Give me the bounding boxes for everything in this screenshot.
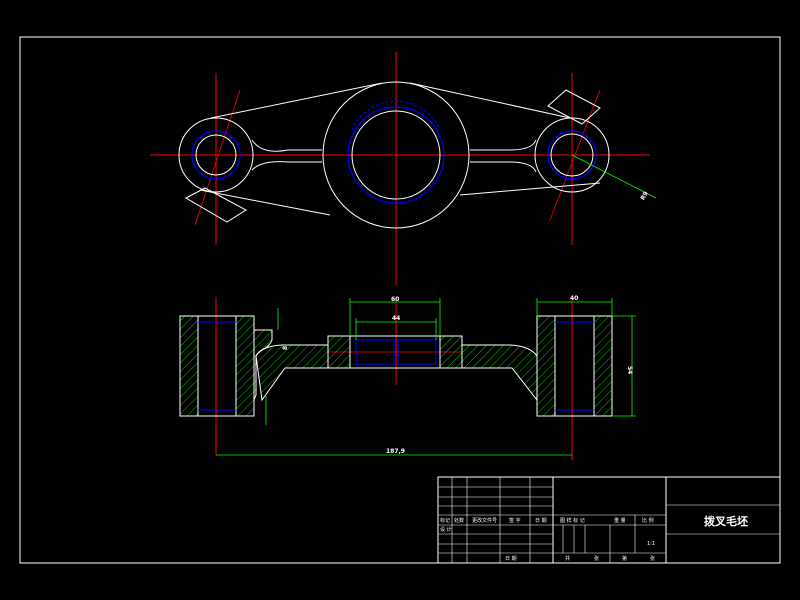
tb-scale-value: 1:1 [647, 541, 655, 547]
top-view: R9 [150, 52, 657, 285]
title-block: 标记 处数 更改文件号 签 字 日 期 设 计 日 期 图 样 标 记 重 量 … [437, 476, 781, 564]
tb-label-file: 更改文件号 [472, 517, 497, 524]
tb-sheet-total-unit: 张 [594, 555, 599, 562]
top-centerline-diag-left [194, 89, 241, 226]
left-web [255, 344, 329, 402]
left-boss-hatch-right [235, 315, 255, 417]
dim-inner-width: 44 [392, 315, 400, 322]
center-hub-hidden [355, 339, 437, 365]
tb-sheet-total: 共 [565, 555, 570, 562]
drawing-title: 拨叉毛坯 [704, 514, 748, 528]
tb-label-sign: 签 字 [509, 517, 521, 524]
dim-right-height: 54 [626, 366, 633, 374]
tb-label-mark: 标记 [440, 517, 450, 524]
dim-overall-length: 187,9 [386, 448, 405, 455]
top-outline [178, 81, 610, 229]
tb-label-date: 日 期 [535, 518, 547, 524]
dim-top-width: 60 [391, 296, 399, 303]
tb-label-design: 设 计 [440, 526, 452, 533]
right-web [461, 344, 538, 402]
angle-callout: R9 [639, 190, 649, 201]
tb-sheet-no-unit: 张 [650, 555, 655, 562]
tb-sheet-no: 第 [622, 555, 627, 562]
sheet-border [19, 36, 781, 564]
center-hub-right [439, 335, 463, 369]
angle-leader [571, 154, 657, 199]
right-boss-hatch-right [593, 315, 613, 417]
tb-label-approval: 日 期 [505, 556, 517, 562]
front-view: 60 44 40 54 8 187,9 [179, 295, 636, 460]
top-centerline-diag-right [549, 89, 601, 221]
dim-left-small: 8 [282, 346, 289, 350]
tb-material-scale: 比 例 [642, 517, 654, 524]
top-hidden [191, 100, 597, 204]
dim-right-width: 40 [570, 295, 578, 302]
center-hub-left [327, 335, 351, 369]
tb-material-mark: 图 样 标 记 [560, 517, 585, 524]
right-boss-hatch-left [536, 315, 556, 417]
front-dimensions: 60 44 40 54 8 187,9 [216, 295, 636, 456]
left-boss-hatch-left [179, 315, 199, 417]
tb-material-weight: 重 量 [614, 517, 626, 524]
tb-label-count: 处数 [454, 517, 464, 524]
center-hub-bore [349, 335, 441, 369]
